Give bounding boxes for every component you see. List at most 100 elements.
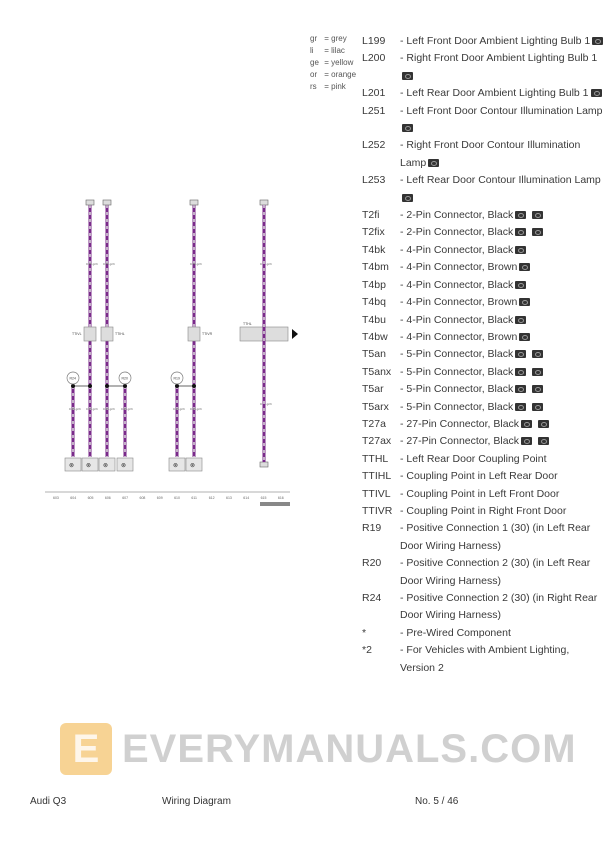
legend-description: - 5-Pin Connector, Black bbox=[400, 383, 514, 396]
ruler-label: 603 bbox=[53, 496, 59, 500]
legend-row: T5anx- 5-Pin Connector, Black bbox=[362, 364, 607, 381]
legend-code: T4bp bbox=[362, 278, 386, 291]
legend-description: - 4-Pin Connector, Brown bbox=[400, 261, 518, 274]
legend-description: - Right Front Door Contour Illumination … bbox=[400, 139, 581, 169]
legend-description: - 2-Pin Connector, Black bbox=[400, 209, 514, 222]
legend-code: T2fix bbox=[362, 226, 385, 239]
legend-description: - 5-Pin Connector, Black bbox=[400, 365, 514, 378]
footer-model: Audi Q3 bbox=[30, 796, 67, 807]
legend-code: TTIHL bbox=[362, 470, 392, 483]
wire-label: 0.35 gr/li bbox=[103, 407, 115, 411]
legend-description: - 4-Pin Connector, Brown bbox=[400, 296, 518, 309]
continuation-arrow-icon bbox=[292, 329, 298, 339]
legend-row: T2fix - 2-Pin Connector, Black bbox=[362, 224, 607, 241]
legend-description: - 2-Pin Connector, Black bbox=[400, 226, 514, 239]
camera-icon[interactable] bbox=[521, 419, 533, 428]
color-code: rs = pink bbox=[310, 82, 346, 91]
camera-icon[interactable] bbox=[592, 37, 604, 45]
terminal bbox=[259, 461, 269, 468]
legend-description: - 4-Pin Connector, Black bbox=[400, 278, 514, 291]
ruler-label: 615 bbox=[261, 496, 267, 500]
legend-row: T2fi- 2-Pin Connector, Black bbox=[362, 207, 607, 224]
legend-row: T4bu- 4-Pin Connector, Black bbox=[362, 312, 607, 329]
ruler-label: 607 bbox=[122, 496, 128, 500]
legend-description: - Right Front Door Ambient Lighting Bulb… bbox=[400, 52, 598, 65]
legend-description: - Left Rear Door Ambient Lighting Bulb 1 bbox=[400, 87, 589, 100]
legend-row: T4bm - 4-Pin Connector, Brown bbox=[362, 259, 607, 276]
junction-dot bbox=[71, 384, 75, 388]
camera-icon[interactable] bbox=[515, 402, 527, 411]
camera-icon[interactable] bbox=[515, 385, 527, 394]
positive-connection bbox=[170, 371, 184, 385]
junction-dot bbox=[105, 384, 109, 388]
coupling-point bbox=[187, 326, 201, 342]
color-code: li = lilac bbox=[310, 46, 345, 55]
legend-code: L200 bbox=[362, 52, 386, 65]
ruler-label: 613 bbox=[226, 496, 232, 500]
camera-icon[interactable] bbox=[402, 193, 413, 202]
positive-connection-label: R20 bbox=[122, 377, 128, 381]
legend-row: L200 - Right Front Door Ambient Lighting … bbox=[362, 50, 607, 85]
legend-row: T5ar- 5-Pin Connector, Black bbox=[362, 381, 607, 398]
coupling-label: TTIVR bbox=[202, 332, 213, 336]
camera-icon[interactable] bbox=[402, 71, 413, 80]
wire-label: 0.35 gr/li bbox=[173, 407, 185, 411]
camera-icon[interactable] bbox=[515, 367, 527, 376]
camera-icon[interactable] bbox=[519, 298, 531, 307]
legend-row: T5arx- 5-Pin Connector, Black bbox=[362, 399, 607, 416]
legend-code: L199 bbox=[362, 35, 386, 47]
camera-icon[interactable] bbox=[515, 315, 527, 324]
legend-code: T4bq bbox=[362, 296, 386, 309]
camera-icon[interactable] bbox=[532, 402, 544, 411]
ruler-label: 612 bbox=[209, 496, 215, 500]
camera-icon[interactable] bbox=[515, 211, 527, 220]
camera-icon[interactable] bbox=[515, 228, 527, 237]
legend-row: T4bq - 4-Pin Connector, Brown bbox=[362, 294, 607, 311]
camera-icon[interactable] bbox=[515, 350, 527, 359]
legend-code: TTHL bbox=[362, 452, 389, 465]
legend-code: T4bm bbox=[362, 261, 389, 274]
legend-description: - For Vehicles with Ambient Lighting, Ve… bbox=[400, 644, 570, 674]
camera-icon[interactable] bbox=[532, 350, 544, 359]
coupling-label: TTHL bbox=[243, 322, 252, 326]
positive-connection bbox=[118, 371, 132, 385]
legend-description: - Left Rear Door Contour Illumination La… bbox=[400, 174, 601, 187]
camera-icon[interactable] bbox=[515, 280, 527, 289]
camera-icon[interactable] bbox=[532, 228, 544, 237]
camera-icon[interactable] bbox=[519, 332, 531, 341]
footer-page-number: No. 5 / 46 bbox=[415, 796, 459, 807]
camera-icon[interactable] bbox=[538, 419, 550, 428]
legend-row: TTHL- Left Rear Door Coupling Point bbox=[362, 451, 607, 468]
legend-row: *- Pre-Wired Component bbox=[362, 625, 607, 642]
legend-description: - Positive Connection 2 (30) (in Right R… bbox=[400, 592, 598, 622]
watermark-text: EVERYMANUALS.COM bbox=[122, 727, 577, 771]
camera-icon[interactable] bbox=[590, 89, 602, 98]
camera-icon[interactable] bbox=[402, 124, 413, 133]
legend-code: T27a bbox=[362, 417, 386, 430]
legend-row: TTIHL- Coupling Point in Left Rear Door bbox=[362, 468, 607, 485]
ruler-label: 606 bbox=[105, 496, 111, 500]
camera-icon[interactable] bbox=[428, 158, 440, 167]
junction-dot bbox=[88, 384, 92, 388]
camera-icon[interactable] bbox=[538, 437, 550, 446]
ruler-label: 614 bbox=[243, 496, 249, 500]
watermark-logo: E bbox=[60, 723, 112, 775]
camera-icon[interactable] bbox=[532, 367, 544, 376]
camera-icon[interactable] bbox=[515, 245, 527, 254]
color-code-abbr: or bbox=[310, 70, 318, 79]
legend-description: - 5-Pin Connector, Black bbox=[400, 348, 514, 361]
legend-row: T4bw- 4-Pin Connector, Brown bbox=[362, 329, 607, 346]
bulb-component bbox=[81, 457, 99, 472]
legend-description: - Positive Connection 2 (30) (in Left Re… bbox=[400, 557, 591, 587]
ruler-label: 611 bbox=[191, 496, 197, 500]
legend-code: L201 bbox=[362, 87, 386, 100]
coupling-label: TTIVL bbox=[72, 332, 82, 336]
legend-row: TTIVR- Coupling Point in Right Front Doo… bbox=[362, 503, 607, 520]
camera-icon[interactable] bbox=[519, 263, 531, 272]
camera-icon[interactable] bbox=[521, 437, 533, 446]
ruler-label: 604 bbox=[70, 496, 76, 500]
camera-icon[interactable] bbox=[532, 211, 544, 220]
camera-icon[interactable] bbox=[532, 385, 544, 394]
legend-code: T5arx bbox=[362, 400, 389, 413]
